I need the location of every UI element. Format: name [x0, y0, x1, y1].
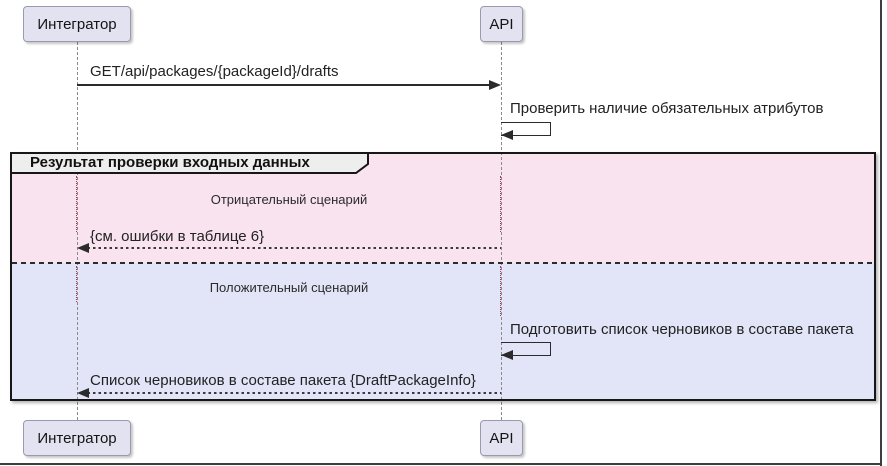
message-request-arrow — [77, 84, 491, 86]
arrowhead-left-icon — [77, 388, 89, 398]
alt-frame-title: Результат проверки входных данных — [30, 154, 310, 171]
page-border-right — [880, 0, 882, 466]
page-border-bottom — [0, 463, 882, 465]
participant-api-bottom: API — [480, 420, 523, 456]
return-message-positive-arrow — [82, 392, 501, 394]
self-message-check-label: Проверить наличие обязательных атрибутов — [510, 100, 824, 117]
participant-api-bottom-label: API — [489, 429, 514, 447]
lifeline-api — [500, 42, 502, 420]
participant-integrator-top: Интегратор — [23, 6, 131, 42]
participant-integrator-bottom-label: Интегратор — [37, 429, 117, 447]
arrowhead-left-icon — [501, 350, 513, 360]
message-request-label: GET/api/packages/{packageId}/drafts — [90, 63, 339, 80]
participant-integrator-top-label: Интегратор — [37, 15, 117, 33]
return-message-negative-arrow — [82, 247, 501, 249]
participant-integrator-bottom: Интегратор — [23, 420, 131, 456]
alt-section-positive-bg — [12, 263, 874, 399]
lifeline-integrator-alt-segment — [76, 176, 77, 232]
lifeline-integrator — [76, 42, 78, 420]
lifeline-integrator-alt-segment — [76, 266, 77, 302]
return-message-positive-label: Список черновиков в составе пакета {Draf… — [90, 372, 476, 389]
lifeline-api-alt-segment — [500, 266, 501, 316]
participant-api-top: API — [480, 6, 523, 42]
self-message-prepare-label: Подготовить список черновиков в составе … — [510, 321, 854, 338]
arrowhead-right-icon — [489, 80, 501, 90]
self-message-check-loop — [501, 122, 551, 136]
arrowhead-left-icon — [501, 130, 513, 140]
section-negative-label: Отрицательный сценарий — [210, 192, 368, 207]
participant-api-top-label: API — [489, 15, 514, 33]
section-positive-label: Положительный сценарий — [209, 280, 369, 295]
arrowhead-left-icon — [77, 243, 89, 253]
alt-else-divider — [12, 262, 874, 264]
lifeline-api-alt-segment — [500, 176, 501, 232]
return-message-negative-label: {см. ошибки в таблице 6} — [90, 228, 265, 245]
self-message-prepare-loop — [501, 342, 551, 356]
